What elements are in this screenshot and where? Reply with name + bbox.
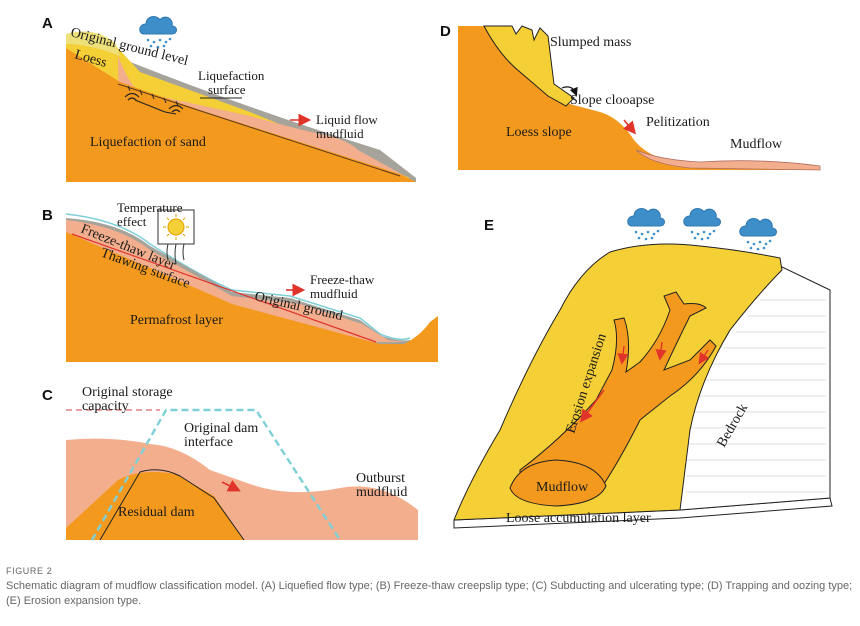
- permafrost-label: Permafrost layer: [130, 313, 223, 328]
- vibration-waves: [124, 92, 184, 113]
- mudflow-pool: [509, 459, 607, 507]
- panel-d: D Slumped mass Slope clooapse Pelitizati…: [440, 23, 821, 171]
- rain-cloud-icon-2: [683, 208, 721, 241]
- panel-d-letter: D: [440, 23, 451, 40]
- storage-capacity-label-2: capacity: [82, 399, 129, 414]
- residual-dam-outline: [99, 469, 245, 541]
- leader-lines-a: [134, 97, 242, 115]
- outburst-arrow: [221, 479, 241, 492]
- figure-canvas: A Original ground level Loess Liquefacti…: [42, 15, 833, 541]
- sun-box: [157, 209, 195, 265]
- panel-b: B Temperature effect Freeze-thaw layer T…: [42, 200, 438, 362]
- mudflow-label-d: Mudflow: [730, 137, 783, 152]
- mudflow-label-e: Mudflow: [536, 480, 589, 495]
- collapse-arrow: [561, 86, 578, 97]
- mudflow-deposit: [635, 149, 821, 171]
- thawing-surface-line: [71, 233, 377, 343]
- panel-a: A Original ground level Loess Liquefacti…: [42, 15, 416, 182]
- slope-collapse-label: Slope clooapse: [570, 93, 654, 108]
- light-yellow-top: [66, 31, 120, 56]
- pelitization-arrow: [622, 119, 637, 135]
- orange-ground: [66, 48, 416, 182]
- bedrock-hatch: [686, 299, 826, 493]
- outburst-label-2: mudfluid: [356, 485, 407, 500]
- figure-caption: FIGURE 2 Schematic diagram of mudflow cl…: [6, 566, 854, 609]
- original-dam-label-2: interface: [184, 435, 233, 450]
- liquefaction-surface-label-1: Liquefaction: [198, 68, 265, 83]
- pelitization-label: Pelitization: [646, 115, 710, 130]
- outburst-label-1: Outburst: [356, 471, 405, 486]
- main-flow-arrow: [580, 389, 605, 423]
- erosion-channel: [519, 291, 717, 499]
- branch-flow-arrow-1: [617, 345, 629, 365]
- freeze-thaw-surface-line: [65, 213, 411, 341]
- orange-permafrost: [66, 232, 438, 362]
- panel-c: C Original storage capacity Original dam…: [42, 385, 418, 541]
- panel-b-letter: B: [42, 207, 53, 224]
- panel-a-letter: A: [42, 15, 53, 32]
- original-dam-label-1: Original dam: [184, 421, 258, 436]
- panel-c-letter: C: [42, 387, 53, 404]
- storage-capacity-label-1: Original storage: [82, 385, 173, 400]
- liquefaction-of-sand-label: Liquefaction of sand: [90, 135, 206, 150]
- temperature-label-2: effect: [117, 214, 147, 229]
- branch-flow-arrow-3: [698, 349, 710, 365]
- figure-number: FIGURE 2: [6, 566, 53, 576]
- liquid-flow-label-2: mudfluid: [316, 126, 364, 141]
- loess-slope-label: Loess slope: [506, 125, 572, 140]
- rain-cloud-icon-3: [739, 218, 777, 251]
- temperature-label-1: Temperature: [117, 200, 183, 215]
- liquefaction-surface-label-2: surface: [208, 82, 246, 97]
- branch-flow-arrow-2: [655, 341, 667, 361]
- figure-caption-text: Schematic diagram of mudflow classificat…: [6, 580, 853, 607]
- loose-accumulation-label: Loose accumulation layer: [506, 511, 651, 526]
- sand-hatch-marks: [127, 85, 179, 107]
- panel-e: E Erosion expansion Bedrock Mudflow Loos…: [453, 208, 833, 529]
- panel-e-letter: E: [484, 217, 494, 234]
- rain-cloud-icon-1: [627, 208, 665, 241]
- orange-loess-slope: [458, 26, 820, 170]
- slumped-mass-label: Slumped mass: [550, 35, 631, 50]
- freeze-thaw-mud-label-2: mudfluid: [310, 286, 358, 301]
- liquid-flow-label-1: Liquid flow: [316, 112, 378, 127]
- freeze-thaw-mud-label-1: Freeze-thaw: [310, 272, 375, 287]
- residual-dam-label: Residual dam: [118, 505, 195, 520]
- slumped-mass: [483, 25, 575, 107]
